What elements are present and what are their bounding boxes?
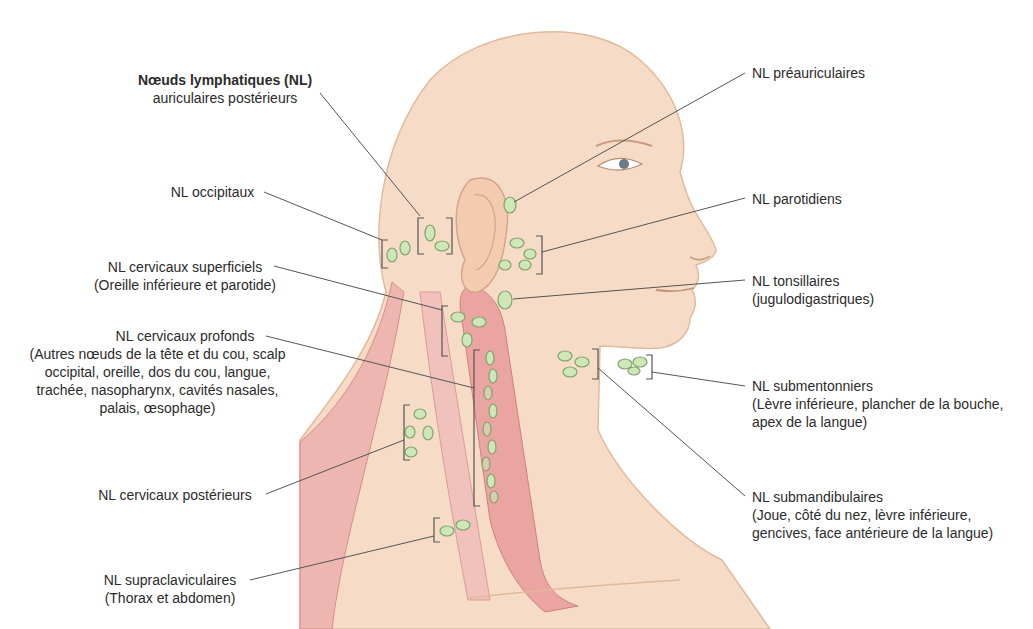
face-features xyxy=(598,158,642,170)
lymph-node xyxy=(405,447,417,457)
node-group-label: NL submentonniers xyxy=(752,377,1022,395)
node-group-label: NL occipitaux xyxy=(150,183,275,201)
bracket xyxy=(646,355,652,379)
lymph-node xyxy=(400,241,410,255)
face-features xyxy=(619,159,629,169)
node-group-label: NL cervicaux profonds xyxy=(60,327,310,345)
lymph-node xyxy=(498,291,512,309)
bracket xyxy=(536,236,542,274)
face-features xyxy=(690,256,710,260)
lymph-node xyxy=(423,426,433,440)
body-silhouette xyxy=(300,32,770,629)
lymph-node xyxy=(484,386,492,400)
lymph-node xyxy=(633,357,647,367)
node-group-label: auriculaires postérieurs xyxy=(130,89,320,107)
leader-line xyxy=(598,368,745,496)
lymph-node xyxy=(440,526,454,536)
lymph-node xyxy=(488,440,496,454)
leader-line xyxy=(652,372,745,386)
leader-line xyxy=(320,93,420,216)
leader-line xyxy=(250,73,745,580)
neck-muscle xyxy=(460,285,578,612)
lymph-node xyxy=(435,241,449,251)
lymph-node xyxy=(487,474,495,488)
clavicle xyxy=(470,580,680,598)
lymph-node xyxy=(519,260,531,270)
bracket xyxy=(434,518,440,542)
lymph-node xyxy=(499,260,511,270)
neck-muscle xyxy=(300,282,578,629)
leader-line xyxy=(514,73,745,202)
lymph-node xyxy=(489,404,497,418)
ear xyxy=(474,195,495,270)
neck-muscle xyxy=(300,282,404,629)
lymph-node xyxy=(451,312,465,322)
lymph-node xyxy=(456,520,470,530)
lymph-node xyxy=(510,238,524,248)
face-features xyxy=(656,288,694,291)
lymph-node xyxy=(462,333,472,347)
node-group-label: NL supraclaviculaires xyxy=(60,571,280,589)
leader-line xyxy=(266,440,404,494)
lymph-node xyxy=(482,457,490,471)
lymph-node xyxy=(504,197,516,213)
ear xyxy=(456,178,507,292)
lymph-node xyxy=(405,426,415,438)
leader-line xyxy=(266,336,474,388)
node-group-label: (jugulodigastriques) xyxy=(752,290,1012,308)
face-features xyxy=(596,141,652,147)
leader-line xyxy=(250,536,434,580)
node-group-label: NL submandibulaires xyxy=(752,488,1027,506)
lymph-node xyxy=(563,367,577,377)
bracket xyxy=(592,349,598,379)
bracket xyxy=(382,240,388,268)
lymph-node xyxy=(486,351,494,365)
lymph-node xyxy=(489,369,497,383)
node-group-label: NL cervicaux postérieurs xyxy=(60,486,290,504)
node-group-label: (Lèvre inférieure, plancher de la bouche… xyxy=(752,395,1022,431)
lymph-node xyxy=(575,357,589,367)
lymph-node xyxy=(628,367,640,375)
leader-line xyxy=(513,280,745,299)
node-group-label: (Joue, côté du nez, lèvre inférieure, ge… xyxy=(752,506,1027,542)
node-group-label: Nœuds lymphatiques (NL) xyxy=(130,71,320,89)
lymph-node xyxy=(387,197,647,536)
bracket xyxy=(404,405,410,460)
lymph-node xyxy=(558,351,572,361)
node-group-label: NL tonsillaires xyxy=(752,272,1012,290)
node-group-label: NL préauriculaires xyxy=(752,64,1012,82)
leader-line xyxy=(264,192,382,240)
leader-line xyxy=(542,198,745,252)
lymph-node xyxy=(414,409,426,419)
ear xyxy=(456,178,507,292)
node-group-label: NL parotidiens xyxy=(752,190,1012,208)
node-group-label: NL cervicaux superficiels xyxy=(80,258,290,276)
node-group-label: (Oreille inférieure et parotide) xyxy=(60,276,310,294)
node-group-label: (Autres nœuds de la tête et du cou, scal… xyxy=(25,345,290,417)
lymph-node xyxy=(387,248,397,262)
bracket xyxy=(442,306,448,356)
lymph-node xyxy=(425,225,435,241)
bracket xyxy=(474,350,480,506)
lymph-node xyxy=(472,317,486,327)
lymph-node xyxy=(483,422,491,436)
face-features xyxy=(596,141,710,292)
lymph-node xyxy=(490,491,498,503)
clavicle xyxy=(470,580,680,598)
body-silhouette xyxy=(300,32,770,629)
bracket xyxy=(418,218,452,254)
node-group-label: (Thorax et abdomen) xyxy=(60,589,280,607)
leader-line xyxy=(274,266,442,310)
lymph-node xyxy=(524,249,536,259)
